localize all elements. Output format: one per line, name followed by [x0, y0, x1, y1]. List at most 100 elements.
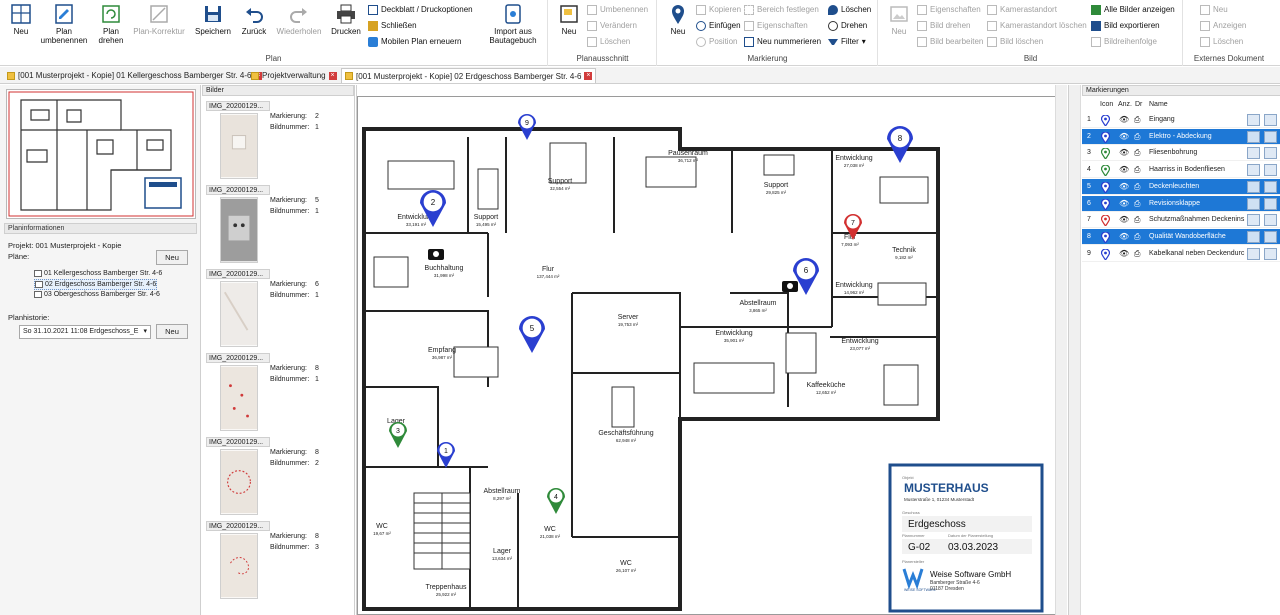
print-icon[interactable]: ⎙ — [1134, 231, 1141, 241]
print-icon[interactable]: ⎙ — [1134, 165, 1141, 175]
marker-pin-1[interactable]: 1 — [437, 442, 455, 468]
image-entry[interactable]: IMG_20200129... Markierung:8 Bildnummer:… — [206, 437, 354, 519]
image-edit-button[interactable]: Bild bearbeiten — [917, 34, 983, 49]
print-icon[interactable]: ⎙ — [1134, 248, 1141, 258]
camera-location-delete-button[interactable]: Kamerastandort löschen — [987, 18, 1087, 33]
import-diary-button[interactable]: Import aus Bautagebuch — [484, 3, 542, 45]
marker-row[interactable]: 1👁⎙Eingang — [1082, 112, 1280, 128]
marker-delete-button[interactable]: Löschen — [828, 2, 871, 17]
marker-pin-3[interactable]: 3 — [389, 422, 407, 448]
marker-pin-action-icon[interactable] — [1264, 197, 1277, 210]
eye-icon[interactable]: 👁 — [1119, 115, 1130, 124]
marker-row[interactable]: 9👁⎙Kabelkanal neben Deckendurc — [1082, 246, 1280, 262]
col-name[interactable]: Name — [1149, 101, 1168, 108]
image-delete-button[interactable]: Bild löschen — [987, 34, 1043, 49]
cover-print-options-button[interactable]: Deckblatt / Druckoptionen — [368, 2, 473, 17]
close-icon[interactable]: × — [328, 71, 337, 80]
marker-pin-action-icon[interactable] — [1264, 247, 1277, 260]
locate-marker-icon[interactable] — [1247, 247, 1260, 260]
marker-row[interactable]: 4👁⎙Haarriss in Bodenfliesen — [1082, 162, 1280, 179]
marker-row[interactable]: 6👁⎙Revisionsklappe — [1082, 195, 1280, 212]
locate-marker-icon[interactable] — [1247, 230, 1260, 243]
marker-renumber-button[interactable]: Neu nummerieren — [744, 34, 821, 49]
marker-pin-action-icon[interactable] — [1264, 164, 1277, 177]
marker-pin-8[interactable]: 8 — [887, 126, 913, 163]
marker-pin-9[interactable]: 9 — [518, 114, 536, 140]
close-icon[interactable]: × — [584, 72, 593, 80]
print-icon[interactable]: ⎙ — [1134, 215, 1141, 225]
redo-button[interactable]: Wiederholen — [274, 3, 324, 36]
marker-properties-button[interactable]: Eigenschaften — [744, 18, 808, 33]
tab-kellergeschoss[interactable]: [001 Musterprojekt - Kopie] 01 Kellerges… — [4, 68, 265, 83]
print-icon[interactable]: ⎙ — [1134, 131, 1141, 141]
ext-doc-show-button[interactable]: Anzeigen — [1200, 18, 1246, 33]
ext-doc-delete-button[interactable]: Löschen — [1200, 34, 1243, 49]
plan-correction-button[interactable]: Plan-Korrektur — [132, 3, 186, 36]
undo-button[interactable]: Zurück — [237, 3, 271, 36]
eye-icon[interactable]: 👁 — [1119, 231, 1130, 241]
print-icon[interactable]: ⎙ — [1134, 181, 1141, 191]
locate-marker-icon[interactable] — [1247, 197, 1260, 210]
col-icon[interactable]: Icon — [1100, 101, 1114, 108]
marker-row[interactable]: 2👁⎙Elektro - Abdeckung — [1082, 128, 1280, 145]
mobile-plan-refresh-button[interactable]: Mobilen Plan erneuern — [368, 34, 462, 49]
marker-pin-6[interactable]: 6 — [793, 258, 819, 295]
plan-rotate-button[interactable]: Plan drehen — [92, 3, 130, 45]
image-entry[interactable]: IMG_20200129... Markierung:5 Bildnummer:… — [206, 185, 354, 267]
image-new-button[interactable]: Neu — [885, 3, 913, 36]
section-new-button[interactable]: Neu — [555, 3, 583, 36]
marker-rotate-button[interactable]: Drehen — [828, 18, 867, 33]
tab-projektverwaltung[interactable]: Projektverwaltung × — [248, 68, 340, 83]
tree-plan-obergeschoss[interactable]: 03 Obergeschoss Bamberger Str. 4-6 — [34, 290, 160, 299]
marker-row[interactable]: 3👁⎙Fliesenbohrung — [1082, 145, 1280, 162]
locate-marker-icon[interactable] — [1247, 214, 1260, 227]
marker-pin-action-icon[interactable] — [1264, 180, 1277, 193]
eye-icon[interactable]: 👁 — [1119, 148, 1130, 158]
marker-row[interactable]: 5👁⎙Deckenleuchten — [1082, 178, 1280, 195]
floor-plan-canvas[interactable]: Entwicklung 33,191 m² Support 15,495 m² … — [357, 96, 1056, 615]
marker-pin-action-icon[interactable] — [1264, 114, 1277, 126]
marker-pin-2[interactable]: 2 — [420, 190, 446, 227]
marker-copy-button[interactable]: Kopieren — [696, 2, 741, 17]
print-button[interactable]: Drucken — [328, 3, 364, 36]
image-entry[interactable]: IMG_20200129... Markierung:8 Bildnummer:… — [206, 521, 354, 603]
marker-pin-7[interactable]: 7 — [844, 214, 862, 240]
plan-overview-thumbnail[interactable] — [6, 89, 196, 219]
plan-rename-button[interactable]: Plan umbenennen — [40, 3, 88, 45]
section-rename-button[interactable]: Umbenennen — [587, 2, 648, 17]
image-entry[interactable]: IMG_20200129... Markierung:6 Bildnummer:… — [206, 269, 354, 351]
marker-row[interactable]: 7👁⎙Schutzmaßnahmen Deckenins — [1082, 212, 1280, 229]
close-plan-button[interactable]: Schließen — [368, 18, 417, 33]
marker-pin-action-icon[interactable] — [1264, 214, 1277, 227]
history-new-button[interactable]: Neu — [156, 324, 188, 339]
eye-icon[interactable]: 👁 — [1119, 181, 1130, 191]
camera-icon[interactable] — [428, 249, 444, 260]
col-dr[interactable]: Dr — [1135, 101, 1143, 108]
tab-erdgeschoss[interactable]: [001 Musterprojekt - Kopie] 02 Erdgescho… — [341, 68, 597, 83]
image-entry[interactable]: IMG_20200129... Markierung:2 Bildnummer:… — [206, 101, 354, 183]
print-icon[interactable]: ⎙ — [1134, 148, 1141, 158]
marker-row[interactable]: 8👁⎙Qualität Wandoberfläche — [1082, 228, 1280, 245]
show-all-images-button[interactable]: Alle Bilder anzeigen — [1091, 2, 1175, 17]
marker-filter-button[interactable]: Filter ▾ — [828, 34, 866, 49]
plan-new-small-button[interactable]: Neu — [156, 250, 188, 265]
locate-marker-icon[interactable] — [1247, 114, 1260, 126]
locate-marker-icon[interactable] — [1247, 130, 1260, 143]
marker-pin-5[interactable]: 5 — [519, 316, 545, 353]
eye-icon[interactable]: 👁 — [1119, 165, 1130, 175]
ext-doc-new-button[interactable]: Neu — [1200, 2, 1228, 17]
col-anz[interactable]: Anz. — [1118, 101, 1133, 108]
marker-position-button[interactable]: Position — [696, 34, 737, 49]
save-button[interactable]: Speichern — [193, 3, 233, 36]
marker-pin-action-icon[interactable] — [1264, 230, 1277, 243]
export-image-button[interactable]: Bild exportieren — [1091, 18, 1160, 33]
plan-canvas-area[interactable]: Entwicklung 33,191 m² Support 15,495 m² … — [356, 85, 1067, 615]
image-entry[interactable]: IMG_20200129... Markierung:8 Bildnummer:… — [206, 353, 354, 435]
marker-pin-action-icon[interactable] — [1264, 130, 1277, 143]
plan-vertical-scrollbar[interactable] — [1055, 85, 1067, 615]
locate-marker-icon[interactable] — [1247, 164, 1260, 177]
locate-marker-icon[interactable] — [1247, 180, 1260, 193]
image-properties-button[interactable]: Eigenschaften — [917, 2, 981, 17]
camera-icon[interactable] — [782, 281, 798, 292]
eye-icon[interactable]: 👁 — [1119, 198, 1130, 208]
